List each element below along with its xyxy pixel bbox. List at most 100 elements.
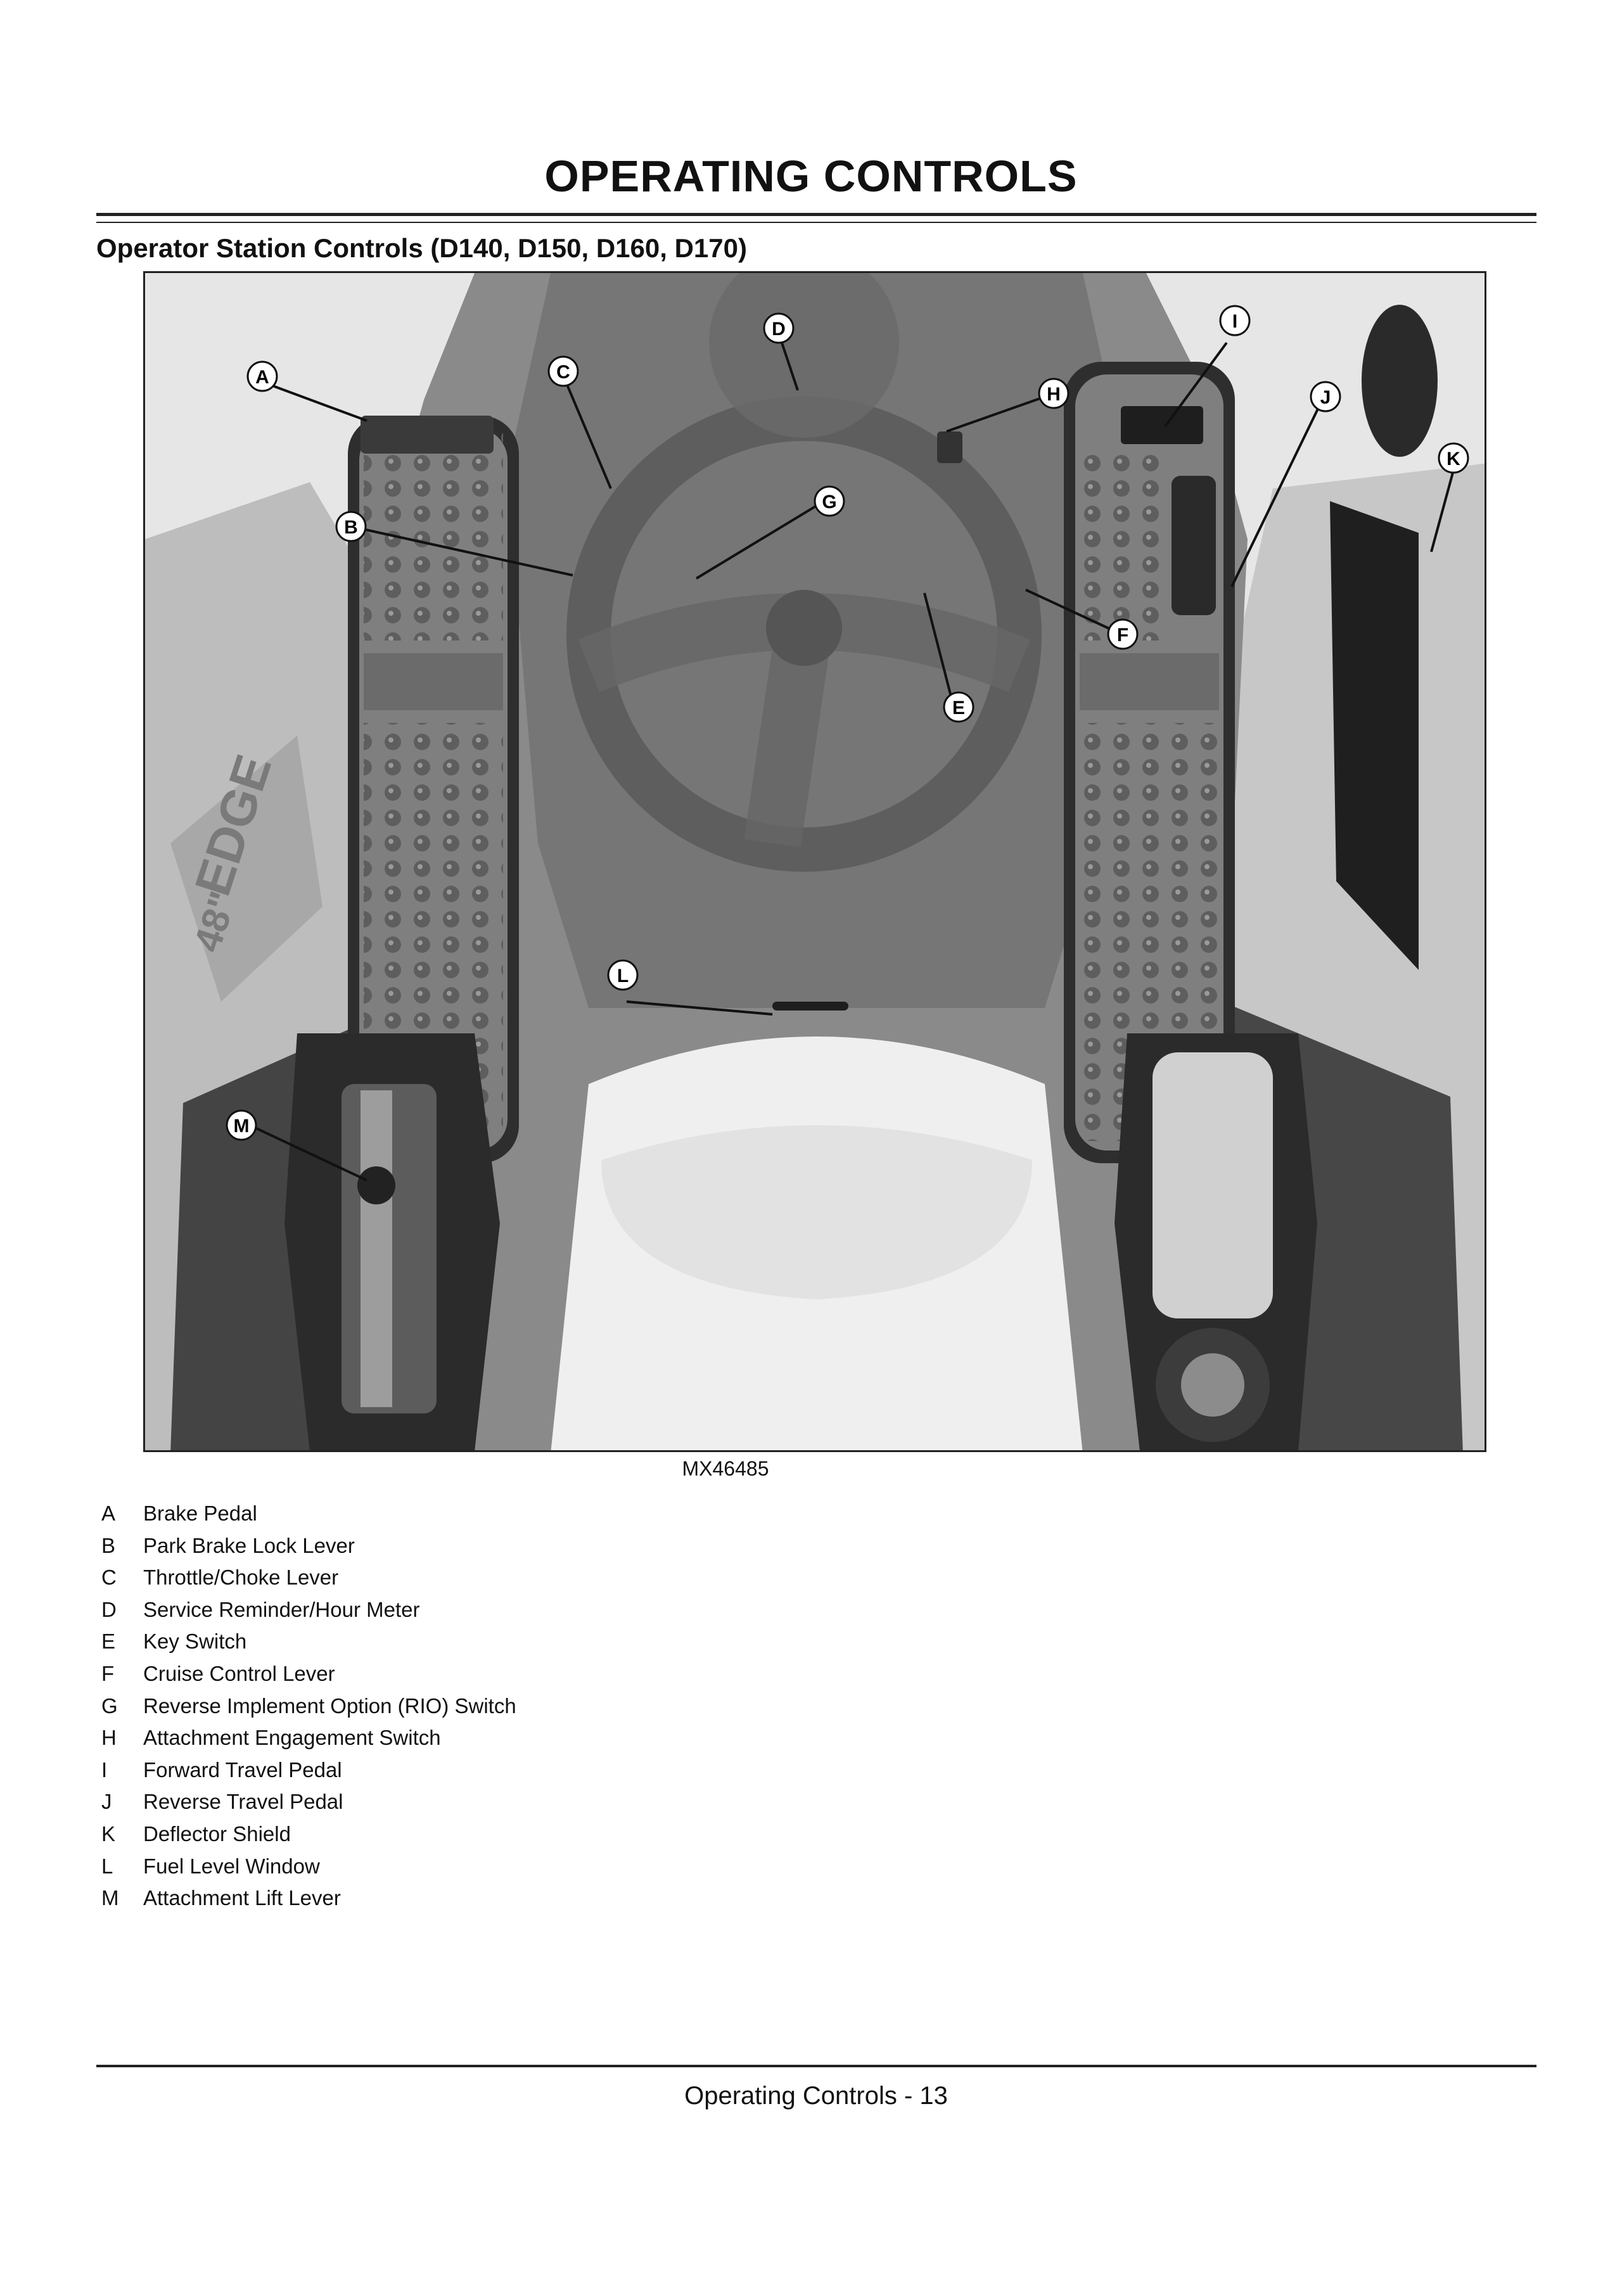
page-title: OPERATING CONTROLS — [544, 151, 1078, 201]
legend-label: Forward Travel Pedal — [143, 1757, 342, 1782]
dash-display — [709, 273, 899, 438]
callout-i-letter: I — [1232, 311, 1237, 332]
leader-m — [249, 1124, 367, 1182]
legend-letter: C — [101, 1566, 117, 1590]
callout-e: E — [943, 691, 974, 723]
legend-row-m: M Attachment Lift Lever — [101, 1886, 516, 1918]
leader-k — [1430, 472, 1454, 552]
legend-letter: K — [101, 1821, 116, 1846]
callout-a: A — [246, 360, 278, 392]
left-footrest-upper-grip — [364, 431, 503, 641]
leader-l — [626, 1000, 773, 1016]
edge-decal — [170, 736, 322, 1002]
legend-row-e: E Key Switch — [101, 1630, 516, 1662]
footer-rule — [96, 2065, 1536, 2067]
brake-pedal-shape — [361, 416, 494, 454]
legend-letter: B — [101, 1533, 116, 1557]
callout-e-letter: E — [952, 698, 965, 718]
legend-letter: F — [101, 1661, 115, 1685]
legend-letter: I — [101, 1757, 108, 1782]
leader-g — [695, 499, 827, 580]
callout-m-letter: M — [234, 1116, 250, 1137]
legend-letter: M — [101, 1886, 119, 1910]
callout-b: B — [335, 511, 367, 542]
callout-b-letter: B — [344, 517, 358, 538]
callout-d: D — [763, 312, 795, 344]
legend-letter: G — [101, 1693, 118, 1718]
callout-d-letter: D — [772, 319, 786, 340]
legend-row-a: A Brake Pedal — [101, 1502, 516, 1534]
callout-l-letter: L — [617, 966, 629, 986]
seat-cushion — [601, 1125, 1032, 1299]
legend-letter: E — [101, 1630, 116, 1654]
fuel-window-shape — [772, 1002, 848, 1011]
legend-row-k: K Deflector Shield — [101, 1822, 516, 1854]
callout-g-letter: G — [822, 492, 836, 513]
leader-j — [1230, 400, 1323, 587]
leader-i — [1164, 341, 1228, 428]
legend-label: Fuel Level Window — [143, 1854, 320, 1878]
legend-label: Brake Pedal — [143, 1502, 257, 1525]
callout-h-letter: H — [1047, 384, 1061, 405]
callout-a-letter: A — [255, 367, 269, 388]
lift-lever-scale — [361, 1090, 392, 1407]
header-rule-thin — [96, 222, 1536, 223]
steering-hub — [766, 590, 842, 666]
right-footrest-pad — [1080, 653, 1219, 710]
section-title: Operator Station Controls (D140, D150, D… — [96, 233, 747, 263]
callout-f-letter: F — [1117, 625, 1128, 646]
legend-letter: D — [101, 1597, 117, 1621]
operator-station-illustration: EDGE 48" — [145, 273, 1485, 1450]
header-rule-thick — [96, 213, 1536, 216]
page-footer: Operating Controls - 13 — [684, 2082, 948, 2110]
legend-label: Deflector Shield — [143, 1821, 291, 1846]
callout-i: I — [1219, 305, 1251, 336]
legend-row-g: G Reverse Implement Option (RIO) Switch — [101, 1694, 516, 1726]
legend-row-d: D Service Reminder/Hour Meter — [101, 1598, 516, 1630]
legend-row-i: I Forward Travel Pedal — [101, 1758, 516, 1790]
callout-h: H — [1038, 378, 1070, 409]
legend-label: Park Brake Lock Lever — [143, 1533, 355, 1557]
deflector-wheel — [1362, 305, 1438, 457]
callout-g: G — [814, 485, 845, 517]
deflector-shield — [1330, 501, 1419, 970]
legend-label: Attachment Lift Lever — [143, 1886, 341, 1910]
forward-pedal-shape — [1121, 406, 1203, 444]
lift-lever-knob — [357, 1166, 395, 1204]
callout-c: C — [547, 355, 579, 387]
cup-holder-base — [1181, 1353, 1244, 1417]
operator-station-figure: EDGE 48" — [143, 271, 1486, 1452]
callout-l: L — [607, 959, 639, 991]
legend-letter: L — [101, 1854, 113, 1878]
storage-lid — [1153, 1052, 1273, 1318]
callout-j-letter: J — [1320, 387, 1331, 408]
right-footrest-upper-grip — [1078, 450, 1170, 641]
legend-letter: A — [101, 1502, 116, 1525]
left-footrest-pad — [364, 653, 503, 710]
legend-row-c: C Throttle/Choke Lever — [101, 1566, 516, 1598]
legend-label: Reverse Travel Pedal — [143, 1790, 343, 1814]
legend-label: Key Switch — [143, 1630, 247, 1654]
leader-h — [946, 397, 1042, 433]
figure-code: MX46485 — [682, 1457, 769, 1480]
leader-lines — [249, 333, 1454, 1182]
attachment-switch-shape — [937, 431, 962, 463]
legend-label: Reverse Implement Option (RIO) Switch — [143, 1693, 516, 1718]
legend-label: Attachment Engagement Switch — [143, 1726, 441, 1750]
leader-e — [923, 592, 954, 705]
callout-k-letter: K — [1446, 449, 1460, 469]
callout-m: M — [226, 1109, 257, 1141]
legend-row-j: J Reverse Travel Pedal — [101, 1790, 516, 1822]
callout-c-letter: C — [556, 362, 570, 383]
callout-j: J — [1310, 381, 1341, 412]
callout-f: F — [1107, 618, 1139, 650]
legend-letter: J — [101, 1790, 112, 1814]
legend-label: Service Reminder/Hour Meter — [143, 1597, 420, 1621]
legend-row-b: B Park Brake Lock Lever — [101, 1534, 516, 1566]
legend-label: Throttle/Choke Lever — [143, 1566, 339, 1590]
leader-a — [264, 381, 367, 422]
leader-f — [1025, 589, 1115, 632]
reverse-pedal-shape — [1172, 476, 1216, 615]
